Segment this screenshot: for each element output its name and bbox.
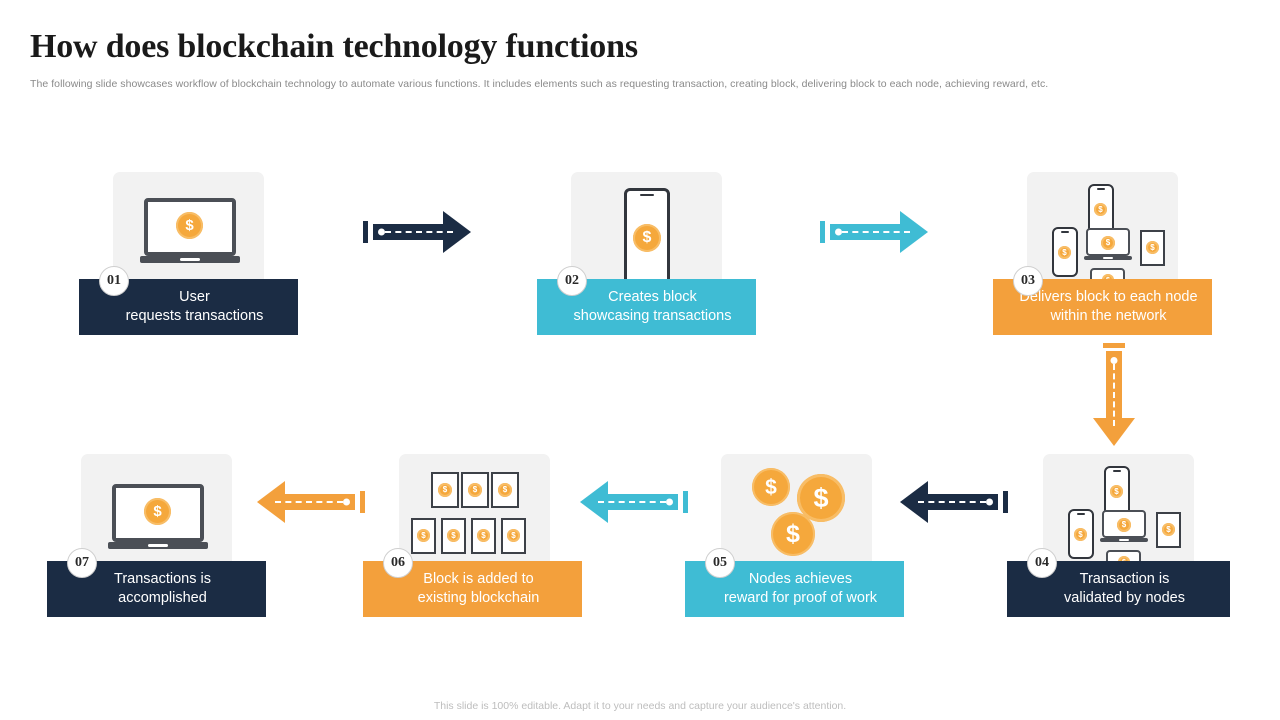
- step-07-line1: Transactions is: [114, 571, 211, 587]
- page-title: How does blockchain technology functions: [30, 28, 638, 65]
- page-subtitle: The following slide showcases workflow o…: [30, 78, 1049, 90]
- network-laptop-center: $: [1084, 228, 1132, 262]
- footer-note: This slide is 100% editable. Adapt it to…: [433, 700, 847, 712]
- network-tablet-right: $: [1156, 512, 1181, 548]
- block-tile: $: [431, 472, 459, 508]
- network-laptop-center: $: [1100, 510, 1148, 544]
- network-phone-top: $: [1104, 466, 1130, 516]
- coin-icon: $: [752, 468, 790, 506]
- step-07-line2: accomplished: [118, 590, 207, 606]
- tablet-coin-icon: $: [624, 188, 670, 288]
- step-04-line1: Transaction is: [1079, 571, 1170, 587]
- network-phone-top: $: [1088, 184, 1114, 234]
- arrow-step4-to-step5: [898, 481, 1008, 523]
- step-03-line1: Delivers block to each node: [1019, 289, 1198, 305]
- step-07-badge: 07: [67, 548, 97, 578]
- step-01-line1: User: [179, 289, 210, 305]
- coin-icon: $: [797, 474, 845, 522]
- network-phone-left: $: [1052, 227, 1078, 277]
- network-tablet-right: $: [1140, 230, 1165, 266]
- step-05-line2: reward for proof of work: [723, 590, 878, 606]
- step-02-badge: 02: [557, 266, 587, 296]
- arrow-step1-to-step2: [363, 211, 473, 253]
- coin-icon: $: [176, 212, 203, 239]
- block-tile: $: [491, 472, 519, 508]
- block-tile: $: [461, 472, 489, 508]
- step-04-badge: 04: [1027, 548, 1057, 578]
- coin-icon: $: [144, 498, 171, 525]
- step-01-line2: requests transactions: [125, 308, 264, 324]
- coin-icon: $: [633, 224, 661, 252]
- step-03-badge: 03: [1013, 266, 1043, 296]
- block-tile: $: [471, 518, 496, 554]
- step-02-line1: Creates block: [608, 289, 697, 305]
- step-04-line2: validated by nodes: [1064, 590, 1185, 606]
- coin-icon: $: [771, 512, 815, 556]
- step-02-line2: showcasing transactions: [573, 308, 732, 324]
- arrow-step6-to-step7: [255, 481, 365, 523]
- arrow-step2-to-step3: [820, 211, 930, 253]
- laptop-coin-icon: $: [140, 198, 240, 268]
- step-05-line1: Nodes achieves: [748, 571, 853, 587]
- block-tile: $: [441, 518, 466, 554]
- arrow-step5-to-step6: [578, 481, 688, 523]
- network-phone-left: $: [1068, 509, 1094, 559]
- step-01-label: User requests transactions: [79, 279, 298, 335]
- laptop-coin-icon: $: [108, 484, 208, 554]
- block-tile: $: [501, 518, 526, 554]
- step-06-line2: existing blockchain: [417, 590, 540, 606]
- step-05-badge: 05: [705, 548, 735, 578]
- step-06-line1: Block is added to: [423, 571, 534, 587]
- arrow-step3-to-step4: [1093, 343, 1135, 448]
- block-tile: $: [411, 518, 436, 554]
- step-06-badge: 06: [383, 548, 413, 578]
- step-01-badge: 01: [99, 266, 129, 296]
- step-03-line2: within the network: [1050, 308, 1167, 324]
